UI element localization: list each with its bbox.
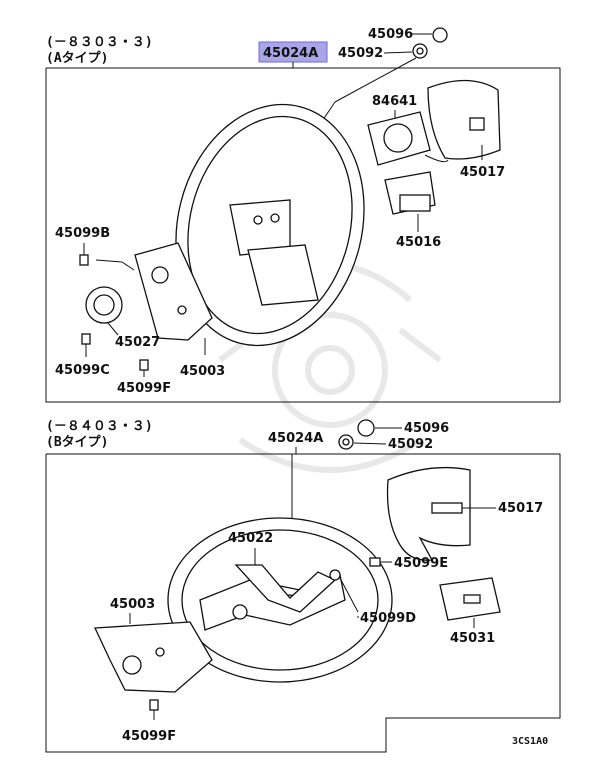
- bracket-45022: [234, 564, 337, 613]
- bolt-45099e: [369, 557, 381, 567]
- nut-45096-b: [357, 419, 375, 437]
- label-45022[interactable]: 45022: [228, 531, 273, 546]
- label-45092-a[interactable]: 45092: [338, 46, 383, 61]
- label-45099b[interactable]: 45099B: [55, 226, 110, 241]
- section-a-frame: [45, 67, 561, 403]
- bolt-45099b: [79, 254, 89, 266]
- bolt-45099c: [81, 333, 91, 345]
- label-45003-a[interactable]: 45003: [180, 364, 225, 379]
- bolt-45099f-a: [139, 359, 149, 371]
- label-45096-b[interactable]: 45096: [404, 421, 449, 436]
- label-45096-a[interactable]: 45096: [368, 27, 413, 42]
- label-45031[interactable]: 45031: [450, 631, 495, 646]
- lower-cover-45003-b: [94, 621, 213, 693]
- switch-45016: [384, 171, 436, 215]
- label-45099f-b[interactable]: 45099F: [122, 729, 176, 744]
- emblem-45031: [439, 577, 501, 621]
- section-b-frame: [45, 453, 561, 753]
- label-45092-b[interactable]: 45092: [388, 437, 433, 452]
- label-45099d[interactable]: 45099D: [360, 611, 416, 626]
- lower-cover-45003-a: [134, 242, 213, 341]
- label-84641[interactable]: 84641: [372, 94, 417, 109]
- section-a-type: (Aタイプ): [46, 51, 108, 66]
- label-45003-b[interactable]: 45003: [110, 597, 155, 612]
- label-45099e[interactable]: 45099E: [394, 556, 448, 571]
- horn-pad-45017-b: [386, 466, 471, 561]
- section-b-range: (－８４０３・３): [46, 419, 153, 434]
- horn-pad-45017-a: [427, 79, 501, 160]
- section-b-type: (Bタイプ): [46, 435, 108, 450]
- label-45024a-b[interactable]: 45024A: [268, 431, 323, 446]
- bolt-45099d: [329, 569, 341, 581]
- label-45017-b[interactable]: 45017: [498, 501, 543, 516]
- nut-45096-a: [432, 27, 448, 43]
- clock-spring-84641: [367, 111, 449, 166]
- label-45099c[interactable]: 45099C: [55, 363, 110, 378]
- label-45099f-a[interactable]: 45099F: [117, 381, 171, 396]
- section-a-range: (－８３０３・３): [46, 35, 153, 50]
- section-b: (－８４０３・３) (Bタイプ) 45024A 45096 45092 4502…: [45, 419, 561, 753]
- section-a: (－８３０３・３) (Aタイプ) 45024A 45096 45092 8464…: [45, 27, 561, 403]
- label-45027[interactable]: 45027: [115, 335, 160, 350]
- bolt-45099f-b: [149, 699, 159, 711]
- label-45016[interactable]: 45016: [396, 235, 441, 250]
- label-45017-a[interactable]: 45017: [460, 165, 505, 180]
- steering-wheel-a: [175, 103, 365, 347]
- label-45024a-highlighted[interactable]: 45024A: [263, 46, 318, 61]
- diagram-code: 3CS1A0: [512, 736, 548, 747]
